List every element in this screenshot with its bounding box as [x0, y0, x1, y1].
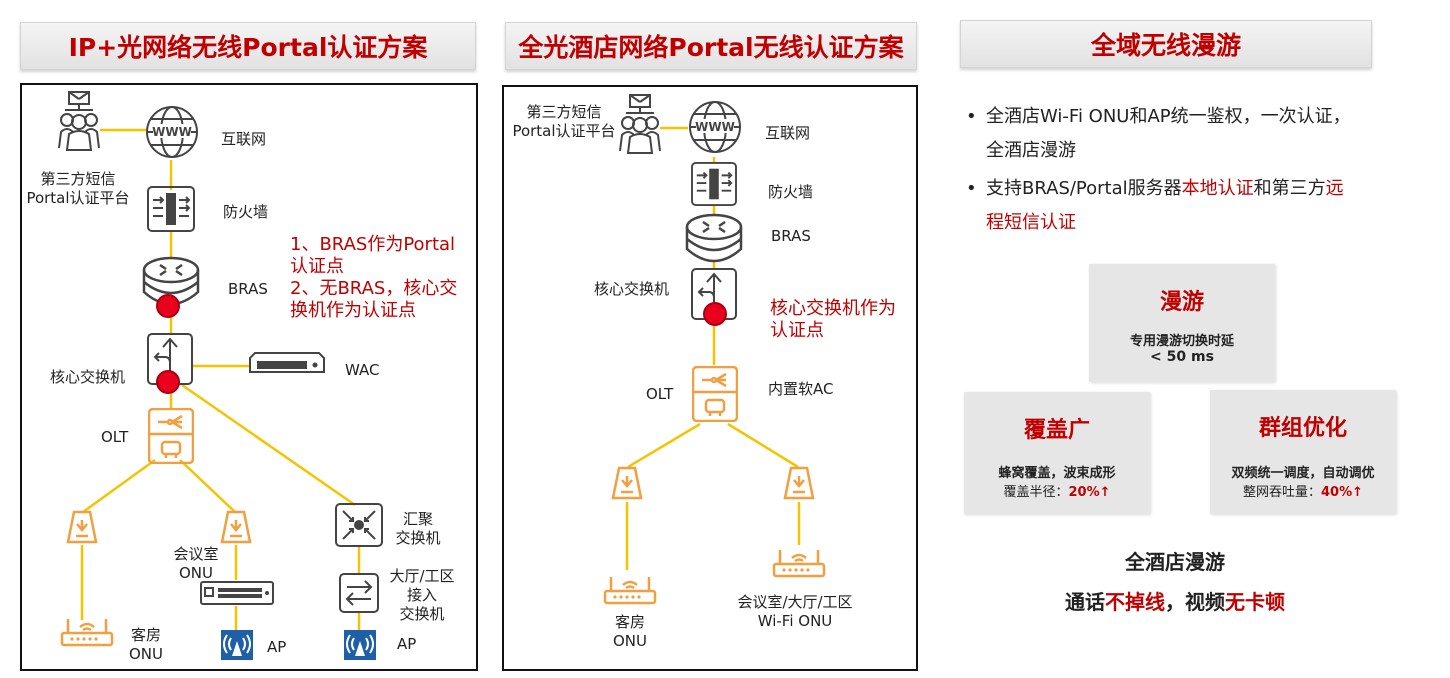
middle-core-switch-label: 核心交换机 [594, 280, 670, 298]
middle-links [625, 126, 801, 570]
portal-platform-icon [57, 90, 101, 152]
middle-portal-platform-icon [618, 93, 662, 155]
left-olt-label: OLT [101, 428, 129, 446]
middle-bras-router-icon [685, 213, 743, 263]
middle-olt-label: OLT [646, 385, 674, 403]
middle-firewall-label: 防火墙 [768, 183, 814, 201]
middle-olt-icon [692, 366, 738, 422]
middle-wifi-onu-router-icon [772, 548, 826, 580]
left-internet-label: 互联网 [221, 130, 267, 148]
left-olt-icon [148, 408, 194, 464]
middle-firewall-icon [690, 162, 738, 206]
middle-core-switch-auth-dot [703, 302, 727, 326]
left-firewall-label: 防火墙 [223, 203, 269, 221]
svg-text:WWW: WWW [152, 125, 192, 139]
access-switch-label: 大厅/工区接入交换机 [389, 567, 455, 623]
feature-bullets: • 全酒店Wi-Fi ONU和AP统一鉴权，一次认证， 全酒店漫游 • 支持BR… [962, 100, 1382, 244]
agg-switch-icon [335, 503, 383, 547]
title-right: 全域无线漫游 [960, 20, 1372, 68]
middle-room-onu-router-icon [603, 575, 657, 607]
middle-onu1-icon [611, 466, 643, 502]
room-onu-router-icon [60, 617, 114, 649]
left-bras-label: BRAS [228, 280, 268, 298]
title-left: IP+光网络无线Portal认证方案 [20, 22, 476, 70]
agg-switch-label: 汇聚交换机 [395, 510, 441, 547]
wac-device-icon [249, 352, 325, 376]
left-panel [20, 83, 478, 671]
globe-icon: WWW [145, 105, 199, 159]
wac-label: WAC [345, 361, 380, 379]
left-onu1-icon [66, 510, 98, 546]
card-group-optimize: 群组优化 双频统一调度，自动调优 整网吞吐量：40%↑ [1210, 390, 1396, 514]
svg-text:WWW: WWW [695, 120, 735, 134]
meeting-onu-switch-icon [200, 581, 274, 605]
left-bras-auth-dot [156, 294, 180, 318]
ap1-label: AP [267, 638, 287, 656]
left-links [80, 128, 361, 630]
left-onu2-icon [220, 510, 252, 546]
card-coverage: 覆盖广 蜂窝覆盖，波束成形 覆盖半径：20%↑ [964, 392, 1150, 514]
ap1-icon [221, 630, 253, 660]
middle-bras-label: BRAS [771, 227, 811, 245]
left-core-switch-label: 核心交换机 [50, 368, 126, 386]
bullet-unified-auth: • 全酒店Wi-Fi ONU和AP统一鉴权，一次认证， 全酒店漫游 [966, 106, 1351, 161]
bullet-auth-modes: • 支持BRAS/Portal服务器本地认证和第三方远 程短信认证 [966, 178, 1344, 233]
middle-onu2-icon [783, 466, 815, 502]
access-switch-icon [339, 573, 379, 613]
middle-auth-note: 核心交换机作为认证点 [770, 298, 896, 341]
middle-globe-icon: WWW [688, 100, 742, 154]
card-roaming: 漫游 专用漫游切换时延 < 50 ms [1089, 264, 1275, 382]
firewall-icon [147, 186, 195, 232]
middle-internet-label: 互联网 [765, 124, 811, 142]
builtin-ac-label: 内置软AC [768, 380, 834, 398]
title-middle: 全光酒店网络Portal无线认证方案 [505, 22, 917, 70]
bottom-summary: 全酒店漫游 通话不掉线，视频无卡顿 [1065, 550, 1285, 614]
ap2-icon [344, 630, 376, 660]
ap2-label: AP [397, 635, 417, 653]
left-core-switch-auth-dot [156, 370, 180, 394]
